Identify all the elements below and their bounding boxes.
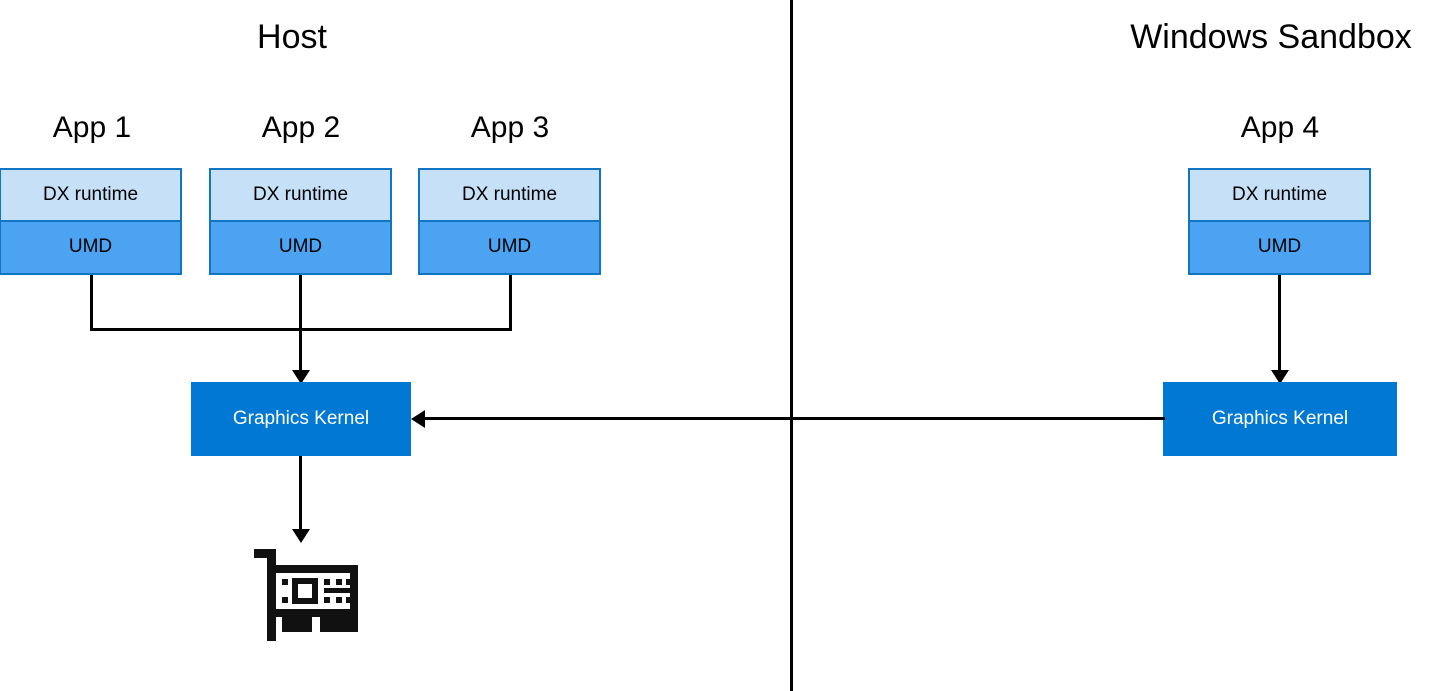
app-2-dx-runtime-cell: DX runtime — [211, 170, 390, 222]
app-4-box: DX runtime UMD — [1188, 168, 1371, 275]
app-3-dx-runtime-cell: DX runtime — [420, 170, 599, 222]
app-4-label: App 4 — [1240, 111, 1320, 144]
app-3-box: DX runtime UMD — [418, 168, 601, 275]
app-4-to-sandbox-kernel-arrowhead — [1271, 370, 1289, 384]
app-1-connector-horizontal — [90, 328, 303, 331]
graphics-card-icon — [252, 545, 364, 650]
sandbox-to-host-kernel-arrowhead — [411, 410, 425, 428]
app-3-umd-cell: UMD — [420, 221, 599, 273]
app-4-connector-vertical — [1278, 275, 1281, 375]
app-4-dx-runtime-cell: DX runtime — [1190, 170, 1369, 222]
app-1-label: App 1 — [52, 111, 132, 144]
app-1-dx-runtime-cell: DX runtime — [1, 170, 180, 222]
app-2-label: App 2 — [261, 111, 341, 144]
host-sandbox-divider — [790, 0, 793, 691]
windows-sandbox-section-title: Windows Sandbox — [1130, 18, 1412, 56]
app-3-connector-vertical — [509, 275, 512, 331]
app-2-connector-vertical — [299, 275, 302, 375]
sandbox-graphics-kernel-box: Graphics Kernel — [1163, 382, 1397, 456]
host-kernel-to-gpu-line — [299, 456, 302, 534]
sandbox-to-host-kernel-line — [425, 417, 1165, 420]
app-stack-to-host-kernel-arrowhead — [292, 370, 310, 384]
app-2-box: DX runtime UMD — [209, 168, 392, 275]
host-section-title: Host — [257, 18, 327, 56]
app-1-connector-vertical — [90, 275, 93, 331]
host-kernel-to-gpu-arrowhead — [292, 529, 310, 543]
app-1-umd-cell: UMD — [1, 221, 180, 273]
app-3-label: App 3 — [470, 111, 550, 144]
app-4-umd-cell: UMD — [1190, 221, 1369, 273]
app-3-connector-horizontal — [300, 328, 512, 331]
app-2-umd-cell: UMD — [211, 221, 390, 273]
host-graphics-kernel-box: Graphics Kernel — [191, 382, 411, 456]
app-1-box: DX runtime UMD — [0, 168, 182, 275]
